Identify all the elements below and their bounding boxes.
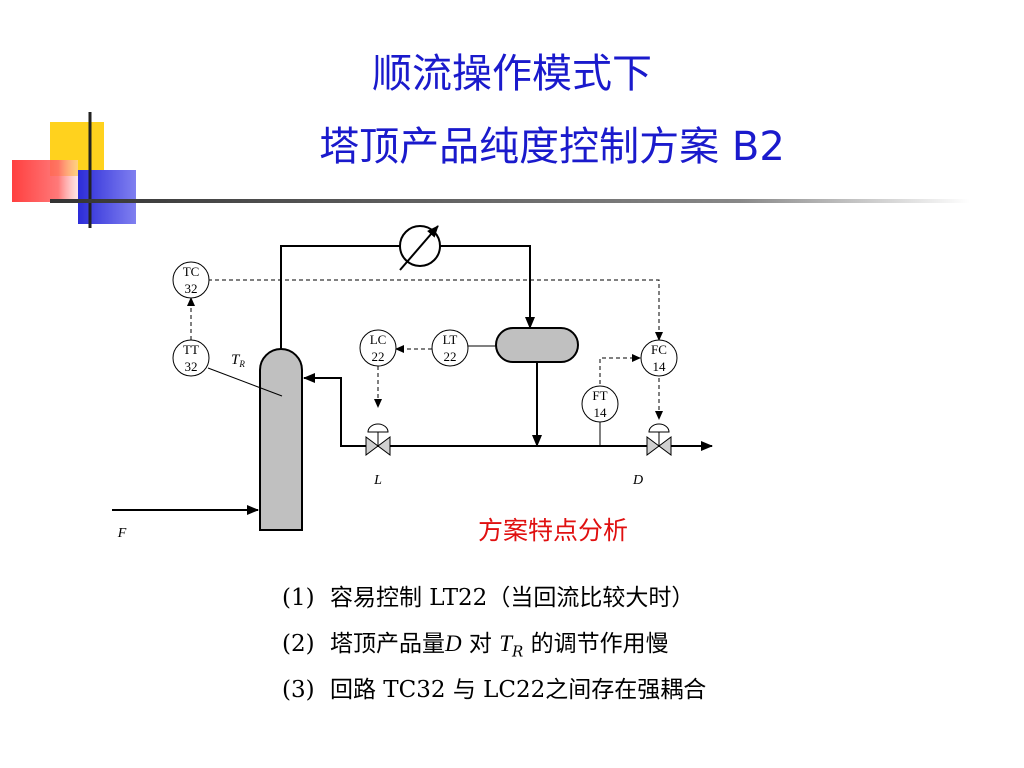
note-3-text: 回路 TC32 与 LC22之间存在强耦合 <box>330 677 707 703</box>
corner-decoration <box>12 112 970 228</box>
label-stream-d: D <box>632 473 643 488</box>
note-1-text: 容易控制 LT22（当回流比较大时） <box>330 585 695 611</box>
deco-blue-square <box>78 170 136 224</box>
process-diagram: TC 32 TT 32 LC 22 LT 22 FC 14 FT 14 TR L… <box>112 225 713 541</box>
distillation-column <box>259 348 303 531</box>
instrument-tc32-code: TC <box>183 264 200 279</box>
instrument-lt22-code: LT <box>443 332 458 347</box>
instrument-ft14-num: 14 <box>594 405 608 420</box>
instrument-tc32-num: 32 <box>185 281 198 296</box>
tt32-sensing-line <box>207 367 283 397</box>
reflux-valve-icon <box>365 423 391 456</box>
label-stream-f: F <box>117 526 127 541</box>
instrument-lc22: LC 22 <box>359 329 397 367</box>
instrument-tc32: TC 32 <box>172 261 210 299</box>
instrument-ft14-code: FT <box>592 388 607 403</box>
title-underline <box>50 199 970 203</box>
condenser-icon <box>399 225 441 271</box>
reflux-line <box>303 373 708 447</box>
note-1: (1) 容易控制 LT22（当回流比较大时） <box>282 580 706 626</box>
instrument-fc14-code: FC <box>651 342 667 357</box>
label-tr: TR <box>231 352 245 369</box>
instrument-tt32: TT 32 <box>172 339 210 377</box>
note-2-mid: 对 <box>461 631 500 657</box>
instrument-tt32-num: 32 <box>185 359 198 374</box>
analysis-notes: (1) 容易控制 LT22（当回流比较大时） (2) 塔顶产品量D 对 TR 的调节… <box>282 580 706 718</box>
instrument-lc22-num: 22 <box>372 349 385 364</box>
note-2-var-t: T <box>499 631 513 656</box>
note-2-var-t-sub: R <box>512 642 524 661</box>
label-stream-l: L <box>373 473 382 488</box>
instrument-fc14: FC 14 <box>640 339 678 377</box>
label-tr-main: T <box>231 352 241 368</box>
instrument-ft14: FT 14 <box>581 385 619 423</box>
note-1-num: (1) <box>282 585 315 611</box>
signal-tc32-fc14 <box>208 279 663 341</box>
distillate-valve-icon <box>646 423 672 456</box>
note-2-num: (2) <box>282 631 315 657</box>
slide-title-line1: 顺流操作模式下 <box>372 51 652 97</box>
note-3-num: (3) <box>282 677 315 703</box>
instrument-lc22-code: LC <box>370 332 387 347</box>
note-2-pre: 塔顶产品量 <box>330 631 445 657</box>
signal-ft14-fc14 <box>599 354 641 384</box>
slide-title-line2: 塔顶产品纯度控制方案 B2 <box>319 124 785 170</box>
instrument-tt32-code: TT <box>183 342 199 357</box>
deco-red-bar <box>12 160 78 202</box>
note-3: (3) 回路 TC32 与 LC22之间存在强耦合 <box>282 672 706 718</box>
instrument-fc14-num: 14 <box>653 359 667 374</box>
note-2: (2) 塔顶产品量D 对 TR 的调节作用慢 <box>282 626 706 672</box>
instrument-lt22-num: 22 <box>444 349 457 364</box>
note-2-var-d: D <box>445 631 462 656</box>
instrument-lt22: LT 22 <box>431 329 469 367</box>
analysis-caption: 方案特点分析 <box>478 516 629 545</box>
label-tr-sub: R <box>238 359 245 369</box>
note-2-post: 的调节作用慢 <box>523 631 669 657</box>
reflux-drum <box>495 327 579 363</box>
overhead-vapor-line <box>280 245 535 349</box>
